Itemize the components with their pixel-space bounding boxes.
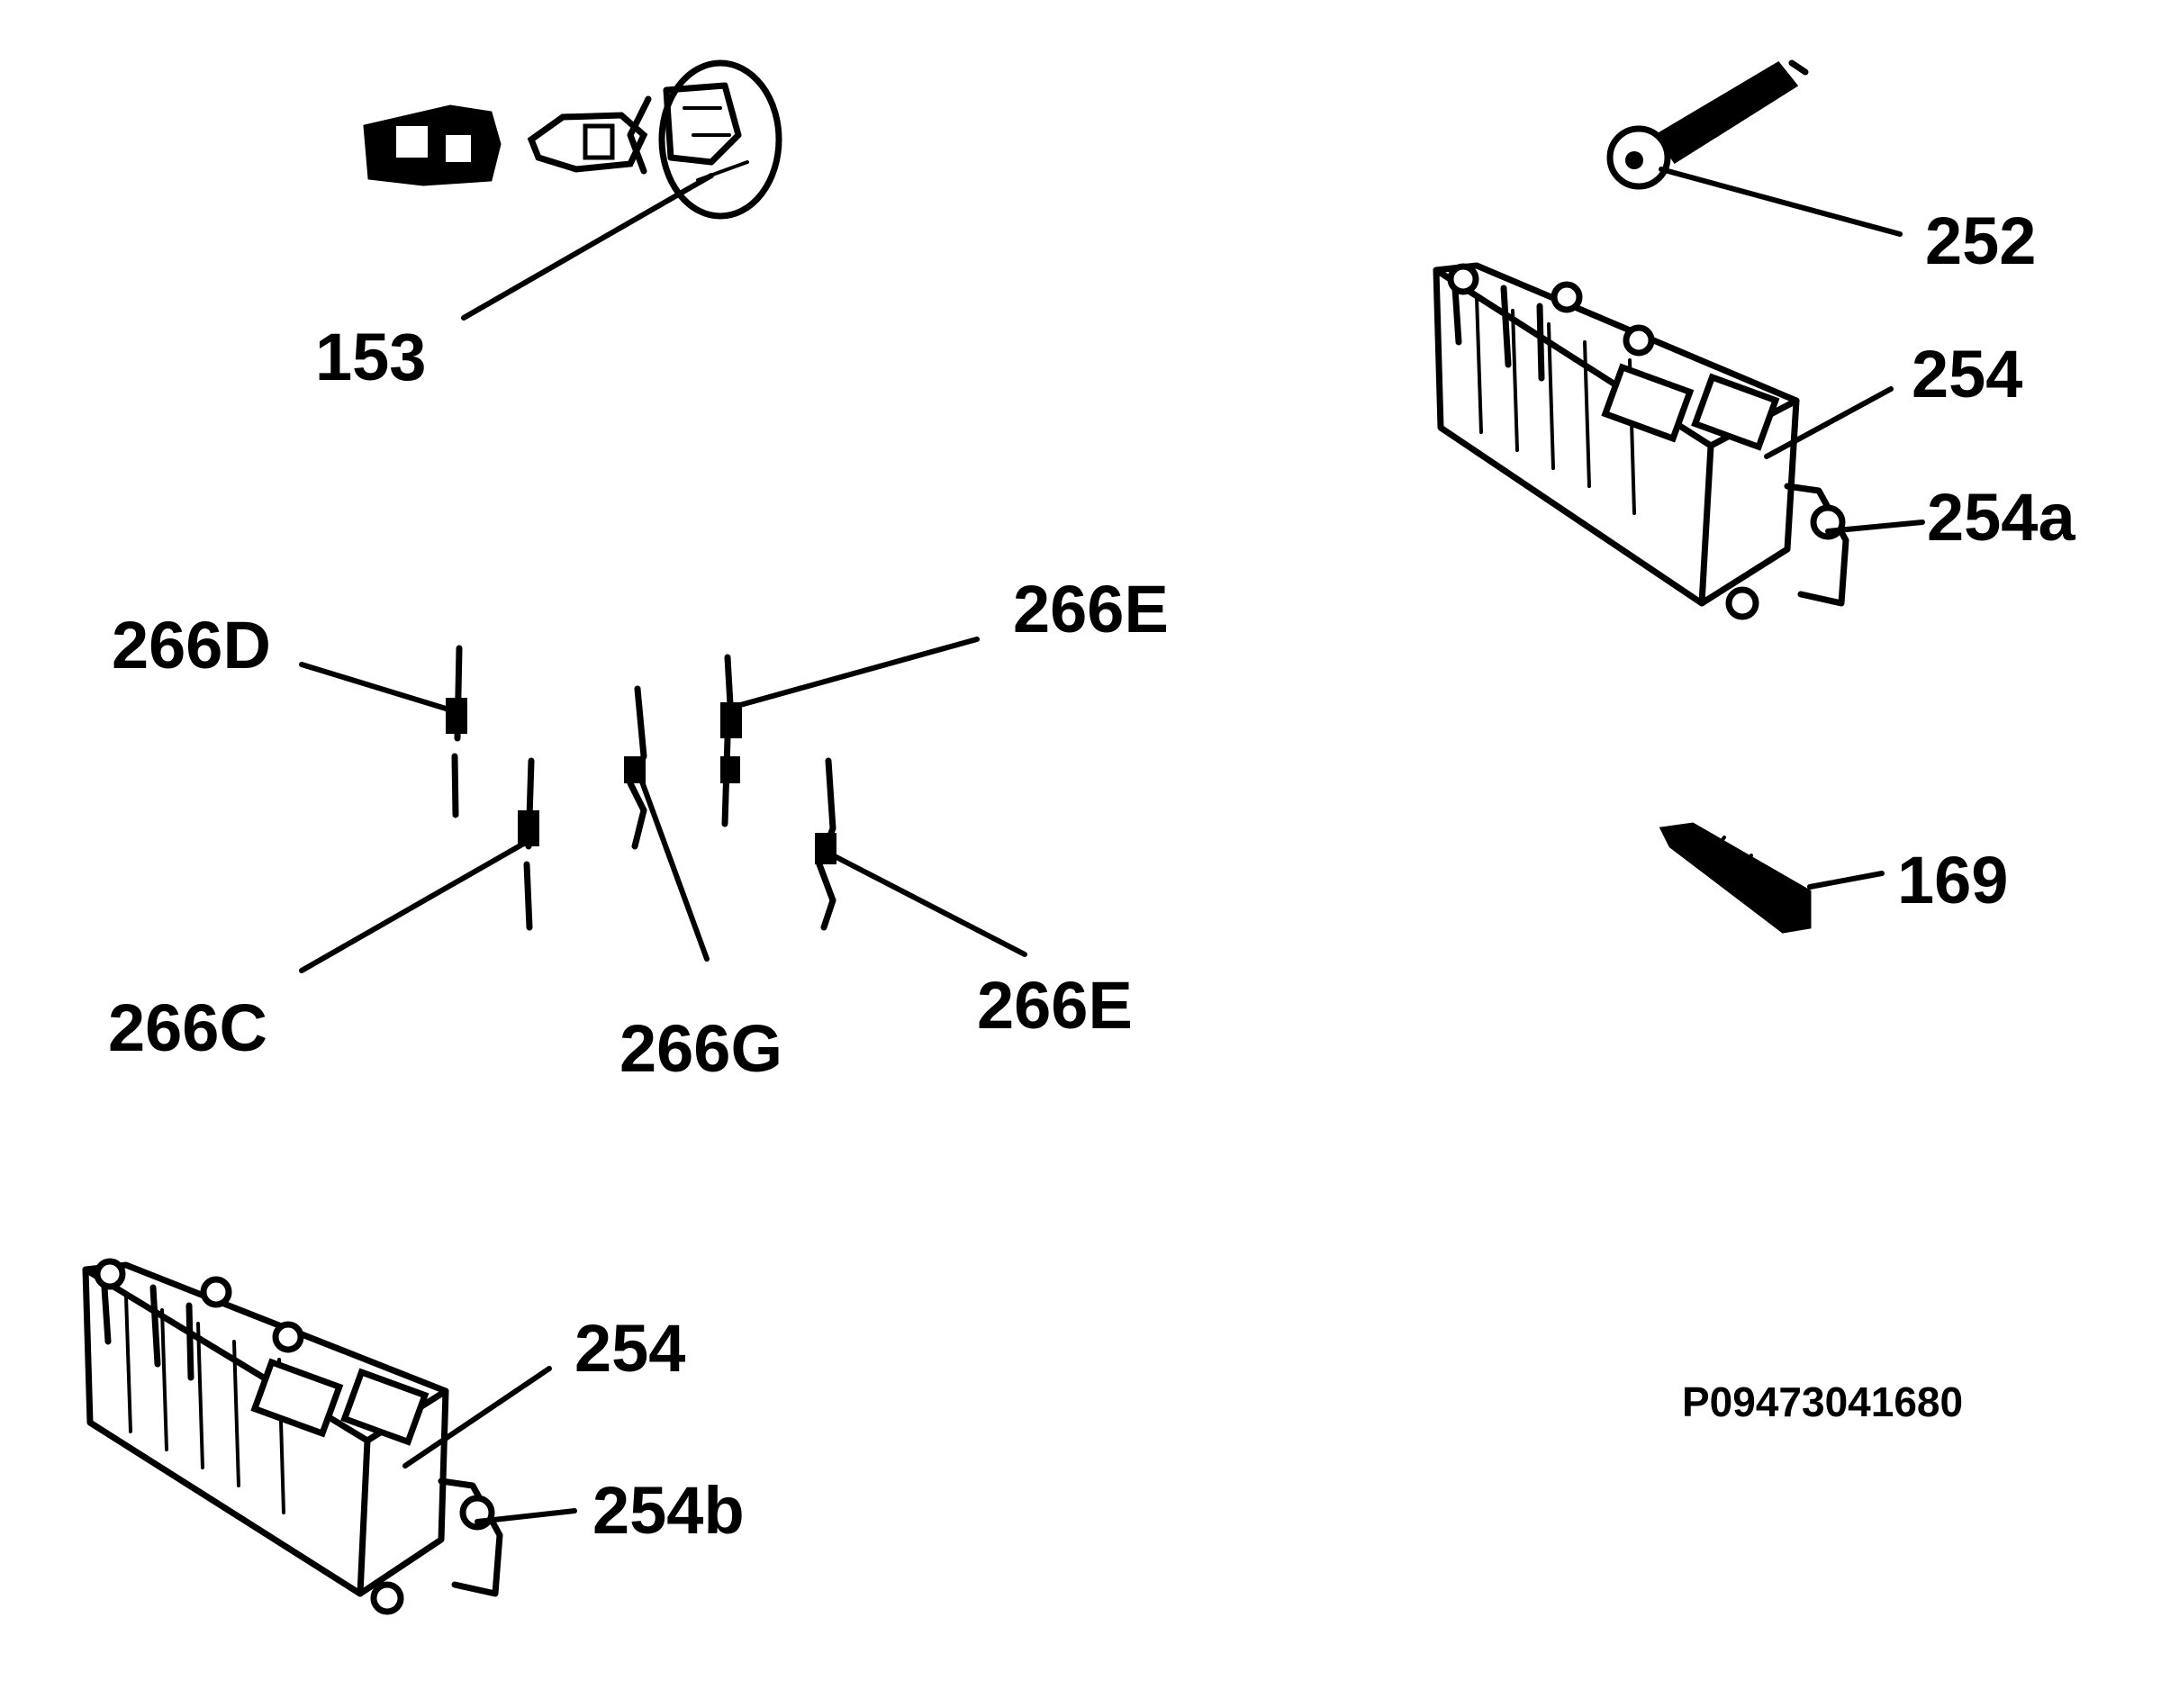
ignition-module-icon [82, 1258, 503, 1615]
part-label-254-bottom: 254 [574, 1311, 685, 1386]
part-label-266D: 266D [112, 608, 271, 682]
leader-153 [461, 173, 714, 321]
part-label-266E-top: 266E [1013, 572, 1169, 646]
drawing-id: P09473041680 [1682, 1378, 1963, 1425]
leader-254b [475, 1508, 577, 1524]
leader-254-bottom [402, 1366, 552, 1469]
leader-254-top [1764, 386, 1894, 459]
part-label-266E-bottom: 266E [977, 968, 1133, 1043]
part-label-252: 252 [1925, 203, 2036, 278]
part-label-254-top: 254 [1912, 337, 2022, 411]
part-label-254a: 254a [1927, 480, 2075, 555]
leader-252 [1659, 167, 1903, 237]
leader-169 [1807, 871, 1885, 890]
part-label-169: 169 [1897, 843, 2008, 917]
part-label-266C: 266C [108, 990, 267, 1065]
part-label-153: 153 [315, 320, 426, 394]
spark-electrode-icon [1606, 59, 1809, 190]
leader-266E-top [731, 637, 980, 709]
screw-icon [1659, 822, 1812, 934]
leader-266D [299, 662, 457, 714]
ignition-module-icon [1433, 262, 1849, 620]
part-label-266G: 266G [619, 1011, 782, 1086]
leader-266C [299, 839, 529, 973]
leader-266E-bottom [830, 853, 1027, 957]
leader-254a [1825, 520, 1925, 534]
knob-assembly-icon [363, 59, 782, 220]
part-label-254b: 254b [592, 1473, 745, 1548]
